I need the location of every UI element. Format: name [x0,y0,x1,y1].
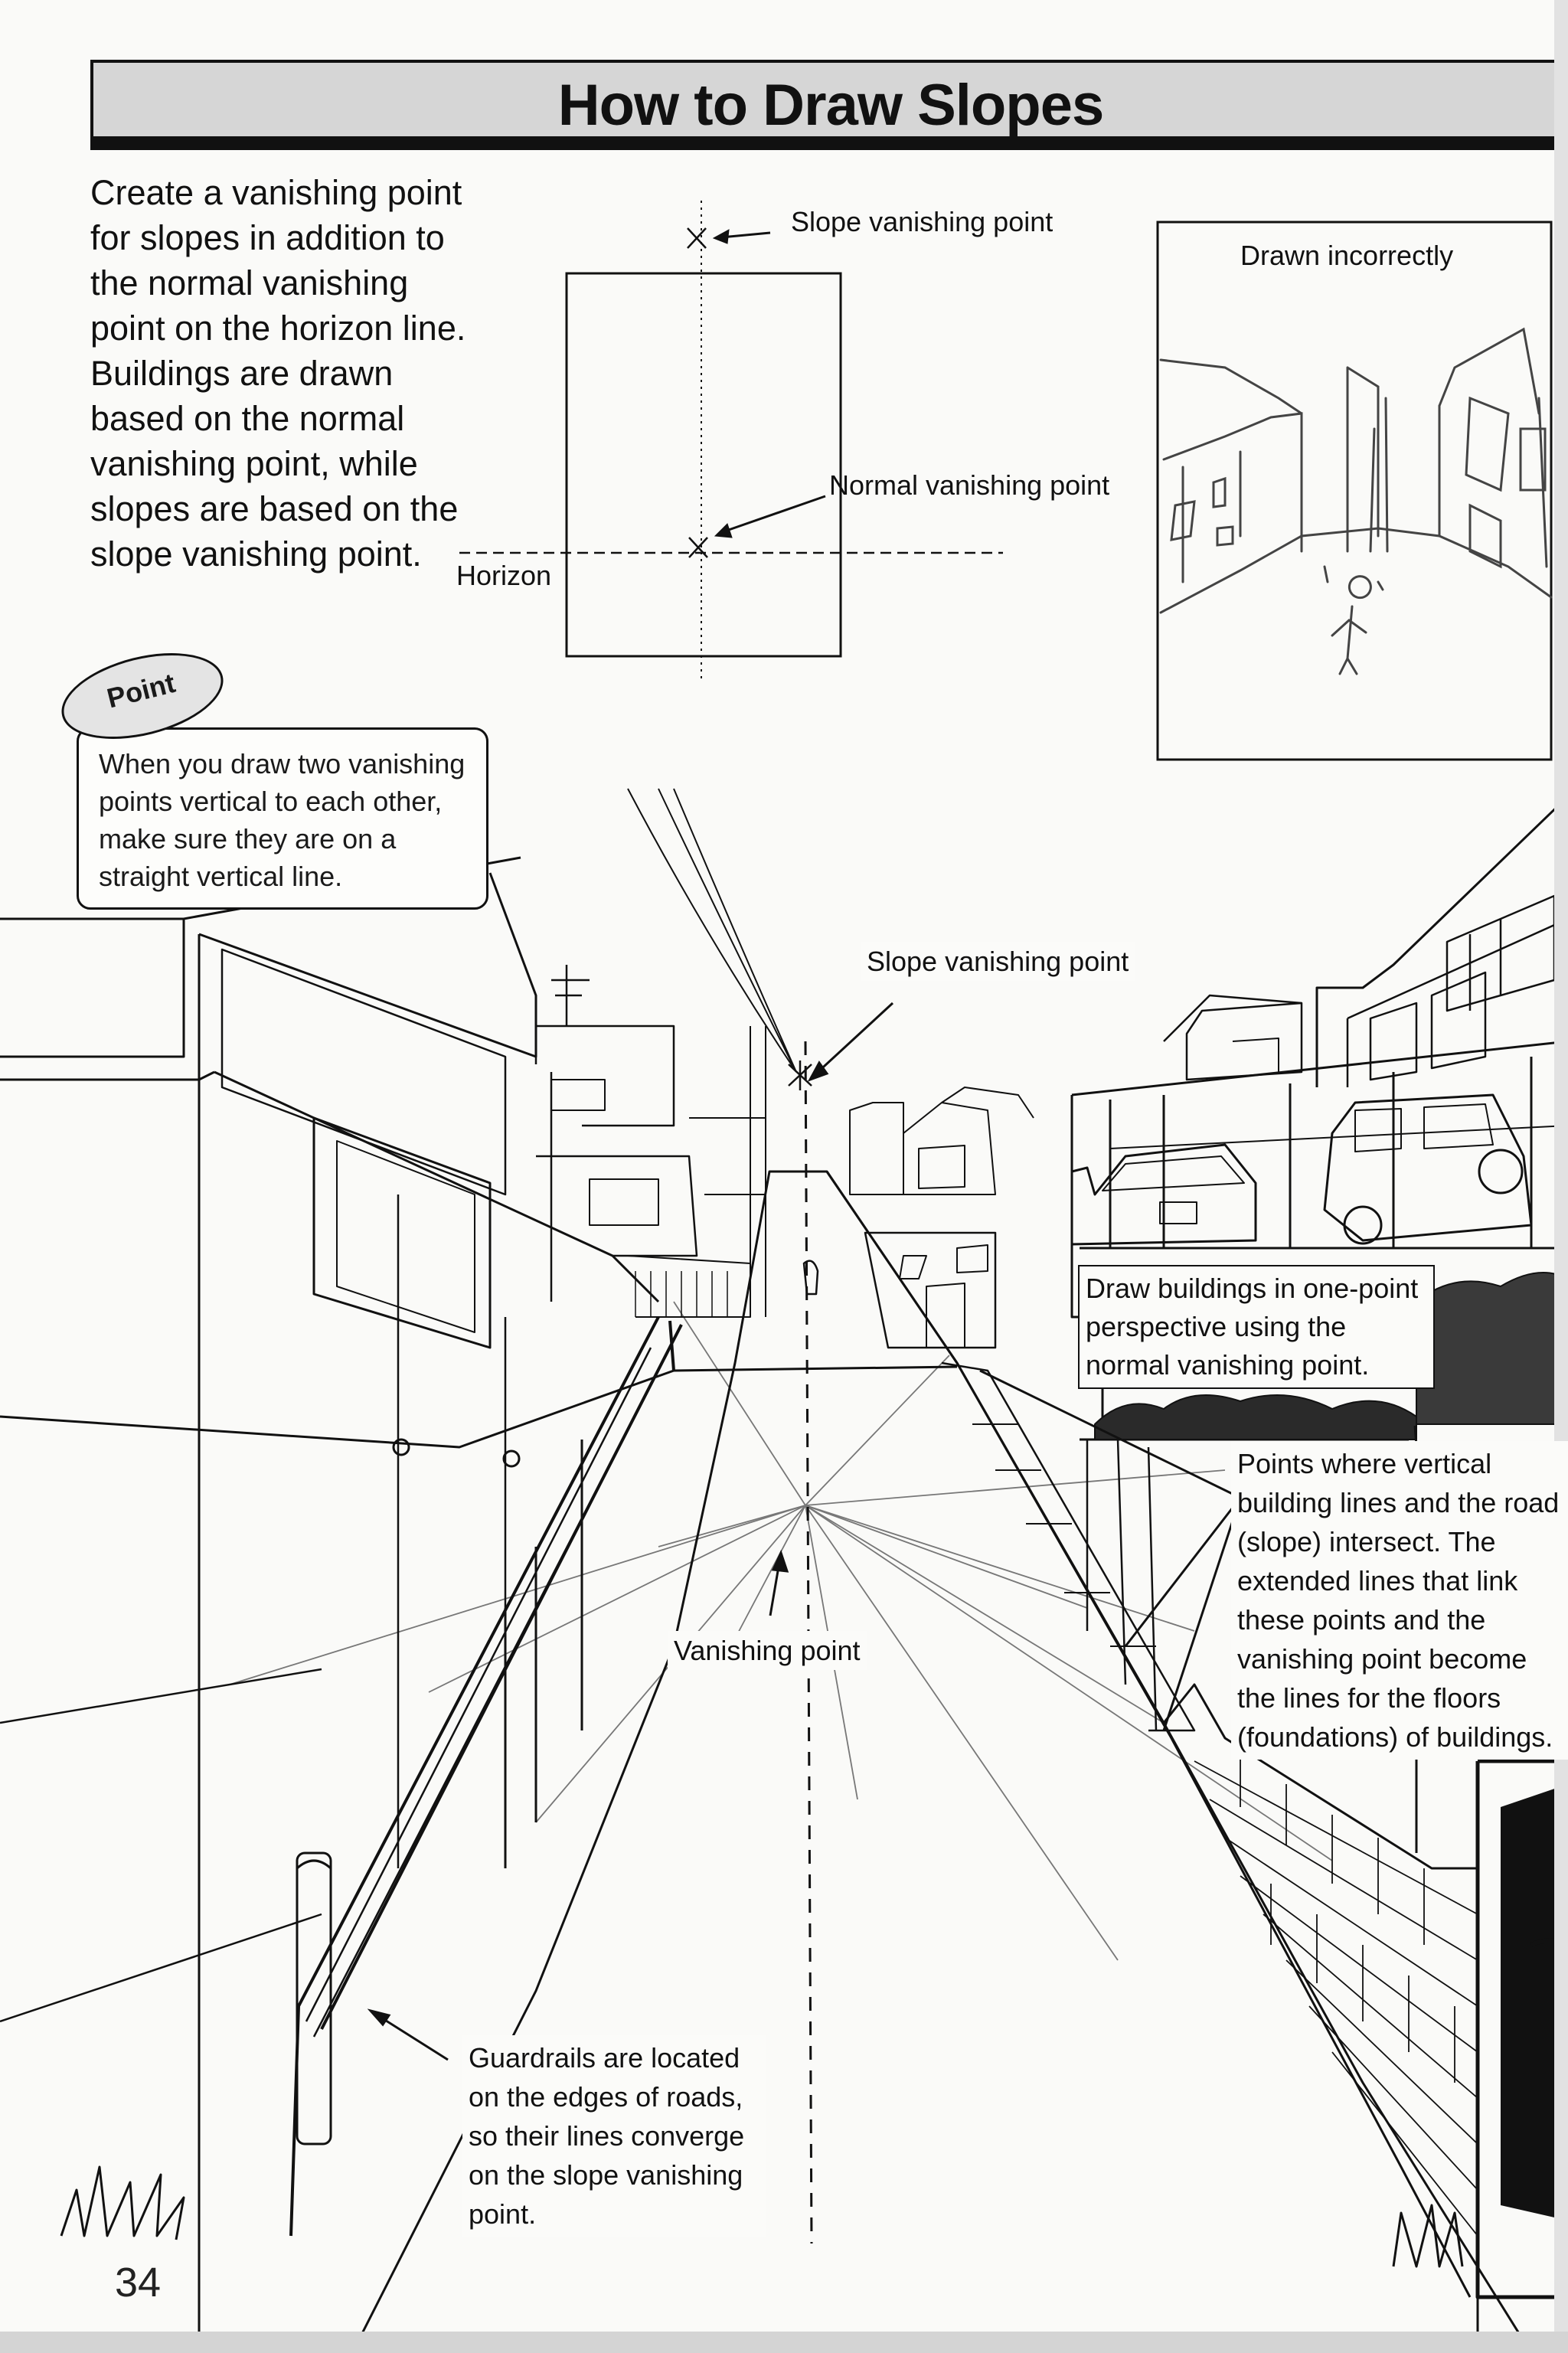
street-illustration [0,788,1568,2353]
incorrect-sketch [1156,221,1553,761]
incorrect-label: Drawn incorrectly [1240,240,1454,271]
annotation-arrows [367,1002,1421,2061]
buildings-note: Draw buildings in one-point perspective … [1078,1265,1435,1389]
illustration-slope-vp-label: Slope vanishing point [861,942,1135,982]
intersect-note: Points where vertical building lines and… [1231,1441,1568,1760]
page-title: How to Draw Slopes [557,73,1105,138]
vanishing-point-label: Vanishing point [668,1631,867,1671]
intro-paragraph: Create a vanishing point for slopes in a… [90,173,466,574]
page-number: 34 [115,2260,162,2306]
diagram-normal-vp-label: Normal vanishing point [829,469,1110,501]
vanishing-point-diagram [459,201,1003,681]
point-text: When you draw two vanishing points verti… [99,748,466,892]
title-banner: How to Draw Slopes [90,60,1568,150]
guardrail-note: Guardrails are located on the edges of r… [462,2035,766,2237]
diagram-horizon-label: Horizon [456,560,552,591]
point-callout: When you draw two vanishing points verti… [77,727,488,910]
diagram-slope-vp-label: Slope vanishing point [791,206,1054,237]
